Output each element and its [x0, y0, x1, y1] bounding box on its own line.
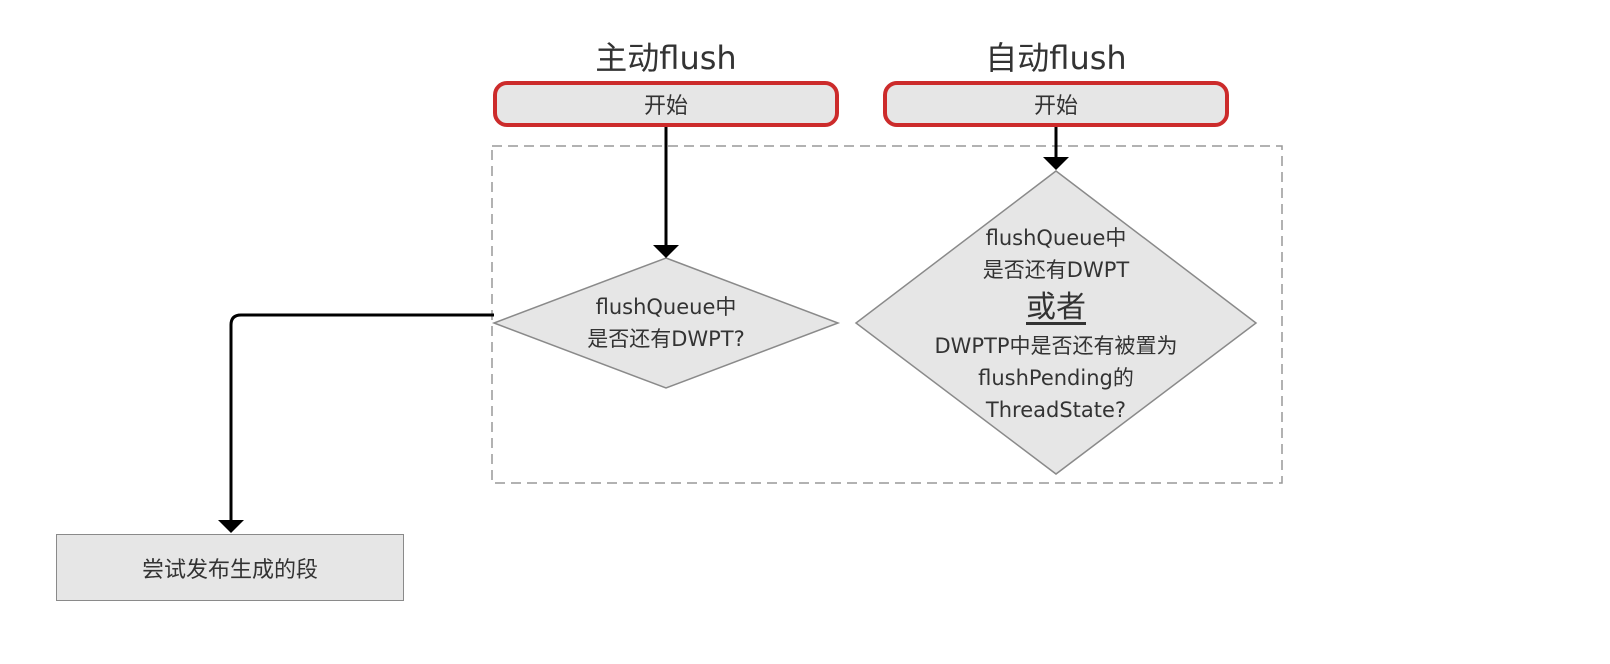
auto-start-label: 开始: [1033, 94, 1078, 119]
auto-decision-line: DWPTP中是否还有被置为: [934, 334, 1178, 358]
auto-start-node: 开始: [883, 81, 1229, 127]
manual-decision-line: 是否还有DWPT?: [587, 327, 745, 351]
arrowhead-auto-decision: [1043, 157, 1069, 170]
publish-segment-label: 尝试发布生成的段: [141, 557, 318, 583]
auto-decision-line: 是否还有DWPT: [982, 258, 1130, 282]
auto-decision-line: flushPending的: [978, 366, 1134, 390]
auto-decision-text: flushQueue中 是否还有DWPT 或者 DWPTP中是否还有被置为 fl…: [906, 220, 1206, 428]
auto-decision-line: ThreadState?: [985, 398, 1127, 422]
arrowhead-manual-decision: [653, 245, 679, 258]
manual-decision-line: flushQueue中: [595, 295, 737, 319]
manual-decision-text: flushQueue中 是否还有DWPT?: [546, 288, 786, 358]
auto-decision-or-keyword: 或者: [1026, 290, 1086, 325]
manual-start-label: 开始: [643, 94, 688, 119]
publish-segment-process: 尝试发布生成的段: [56, 534, 404, 601]
manual-flush-title: 主动flush: [595, 39, 737, 77]
arrowhead-process: [218, 520, 244, 533]
auto-decision-line: flushQueue中: [985, 226, 1127, 250]
manual-start-node: 开始: [493, 81, 839, 127]
arrow-decision-to-process: [229, 313, 494, 520]
auto-flush-title: 自动flush: [985, 39, 1127, 77]
